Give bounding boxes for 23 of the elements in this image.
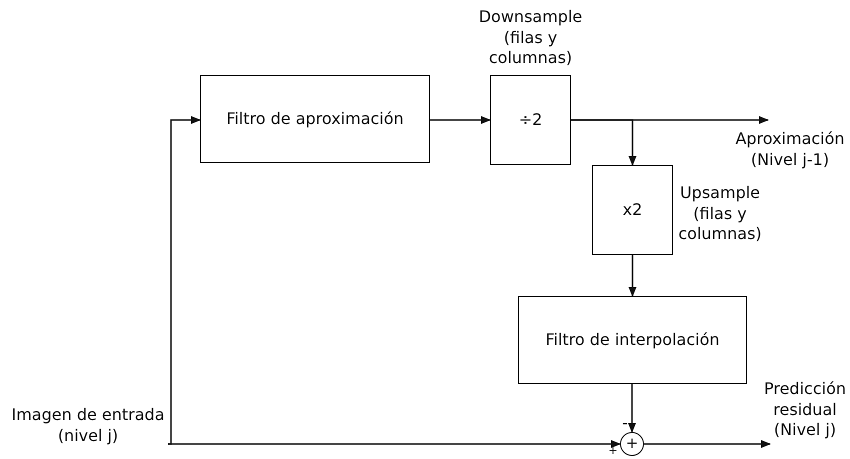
arrow [628, 255, 636, 297]
block-label: Filtro de interpolación [545, 330, 720, 350]
block-caption: Upsample (filas y columnas) [677, 182, 763, 246]
process-box [490, 75, 571, 165]
sum-sign: + [626, 434, 638, 454]
block-label: ÷2 [518, 110, 542, 130]
block-caption: Downsample (filas y columnas) [478, 6, 583, 70]
output-label: Aproximación (Nivel j-1) [734, 129, 846, 171]
output-label: Predicción residual (Nivel j) [762, 378, 847, 442]
arrow [628, 384, 636, 433]
process-box [518, 296, 747, 384]
input-label: Imagen de entrada (nivel j) [10, 405, 166, 447]
process-box [200, 75, 430, 163]
sign-label: - [621, 414, 629, 432]
summing-junction [620, 432, 644, 456]
arrow [644, 440, 771, 448]
process-box [592, 165, 673, 255]
arrow [430, 116, 491, 124]
arrow [571, 119, 636, 166]
block-label: x2 [622, 200, 642, 220]
arrow [168, 116, 201, 445]
sign-label: + [608, 444, 618, 459]
block-label: Filtro de aproximación [226, 108, 404, 130]
